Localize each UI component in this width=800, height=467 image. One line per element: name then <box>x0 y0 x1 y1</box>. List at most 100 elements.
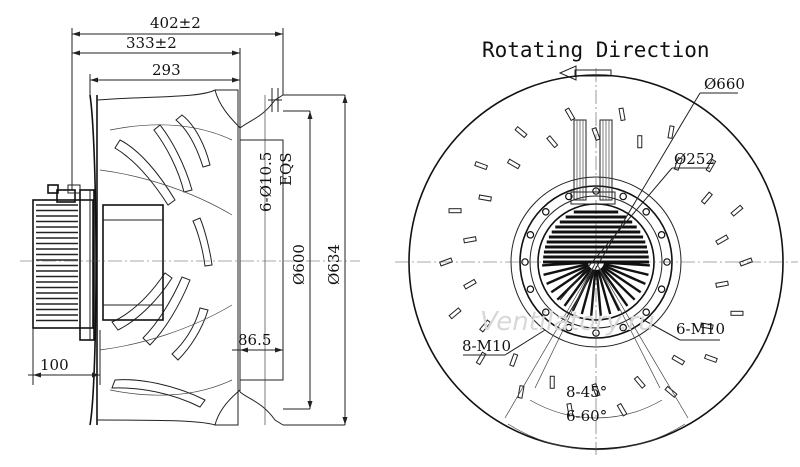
blade-slot <box>667 125 675 139</box>
motor-fins-front <box>542 210 650 316</box>
fin-radial <box>603 262 649 277</box>
fin-radial <box>543 262 589 277</box>
blade-slot <box>739 257 753 267</box>
dim-overall-length: 402±2 <box>150 14 201 32</box>
blade-slot <box>664 385 678 398</box>
fin-radial <box>603 261 650 267</box>
label-6m10: 6-M10 <box>676 320 725 338</box>
mount-bolt <box>657 285 666 293</box>
mount-bolt <box>541 308 550 317</box>
mount-bolt <box>642 308 651 317</box>
mount-bolt <box>592 187 600 195</box>
fin-radial <box>602 264 646 285</box>
mount-bolt <box>642 207 651 216</box>
blade-slot <box>463 278 477 290</box>
blade-slot <box>730 204 744 217</box>
blade-slot <box>474 161 489 171</box>
blade-slot <box>673 156 683 171</box>
mount-bolt <box>565 192 573 201</box>
mount-bolt <box>657 231 666 239</box>
inlet-dimension <box>232 347 283 353</box>
dim-holes: 6-Ø10.5 <box>257 152 275 212</box>
motor <box>32 184 164 341</box>
fin-radial <box>599 267 629 307</box>
fin-radial <box>580 269 596 315</box>
blade-slot <box>448 208 462 214</box>
blade-slots <box>439 107 753 417</box>
fin-radial <box>550 265 591 294</box>
blade-slot <box>705 158 717 173</box>
dim-diameter-600: Ø600 <box>290 244 308 285</box>
angle-60: 6-60° <box>566 407 607 425</box>
dim-diameter-660: Ø660 <box>704 75 745 93</box>
right-dimensions <box>268 88 348 425</box>
blade-slot <box>700 191 713 205</box>
blade-slot <box>448 307 462 320</box>
fin-radial <box>542 261 589 267</box>
motor-fins <box>36 204 78 322</box>
blades <box>99 114 233 408</box>
blade-slot <box>637 135 643 149</box>
dim-mid-length: 333±2 <box>126 34 177 52</box>
blade-slot <box>715 234 729 246</box>
fin-radial <box>546 264 590 285</box>
dim-diameter-634: Ø634 <box>325 244 343 285</box>
blade-slot <box>478 194 492 202</box>
label-8m10: 8-M10 <box>462 337 511 355</box>
motor-mount-bolts <box>521 187 671 337</box>
blade-slot <box>475 351 487 366</box>
mount-bolt <box>619 192 627 201</box>
fin-radial <box>601 265 642 294</box>
blade-slot <box>509 353 519 368</box>
rotating-direction-title: Rotating Direction <box>482 38 710 62</box>
blade-slot <box>618 107 626 122</box>
fin-radial <box>598 268 621 312</box>
dim-motor: 100 <box>40 356 69 374</box>
blade-slot <box>703 353 718 363</box>
mount-bolt <box>565 323 573 332</box>
blade-slot <box>715 280 729 288</box>
blade-slot <box>517 385 525 399</box>
impeller-profile <box>89 89 345 426</box>
top-dimensions <box>71 28 284 190</box>
blade-slot <box>479 319 492 333</box>
mount-bolt <box>541 207 550 216</box>
blade-slot <box>506 158 521 170</box>
dim-diameter-252: Ø252 <box>674 150 715 168</box>
dim-inlet: 86.5 <box>238 331 271 349</box>
mount-bolt <box>592 329 600 337</box>
mount-bolt <box>619 323 627 332</box>
watermark: Ventilatory.ru <box>480 307 655 337</box>
leader-lines <box>463 92 738 451</box>
blade-slot <box>730 310 744 316</box>
blade-slot <box>549 375 555 389</box>
side-view: 402±2 333±2 293 <box>20 14 360 426</box>
mount-bolt <box>663 258 671 266</box>
mount-bolt <box>526 231 535 239</box>
blade-slot <box>633 375 646 389</box>
fin-radial <box>590 269 597 316</box>
blade-slot <box>564 107 576 122</box>
blade-slot <box>591 127 601 141</box>
fin-radial <box>600 266 636 301</box>
blade-slot <box>616 402 628 417</box>
fin-radial <box>563 267 593 307</box>
mount-bolt <box>526 285 535 293</box>
blade-slot <box>546 135 559 149</box>
mount-bolt <box>521 258 529 266</box>
blade-slot <box>671 354 686 366</box>
fin-radial <box>596 269 612 315</box>
front-view: Rotating Direction <box>395 38 798 455</box>
angle-45: 8-45° <box>566 383 607 401</box>
blade-slot <box>514 126 528 139</box>
fin-radial <box>595 269 602 316</box>
dim-inner-length: 293 <box>152 61 181 79</box>
blade-slot <box>591 383 601 397</box>
blade-slot <box>700 322 714 330</box>
blade-slot <box>439 257 453 267</box>
wire-bundle <box>570 119 616 205</box>
dim-holes-eqs: EQS <box>277 152 295 186</box>
motor-dimension <box>28 328 101 385</box>
blade-slot <box>463 236 477 244</box>
